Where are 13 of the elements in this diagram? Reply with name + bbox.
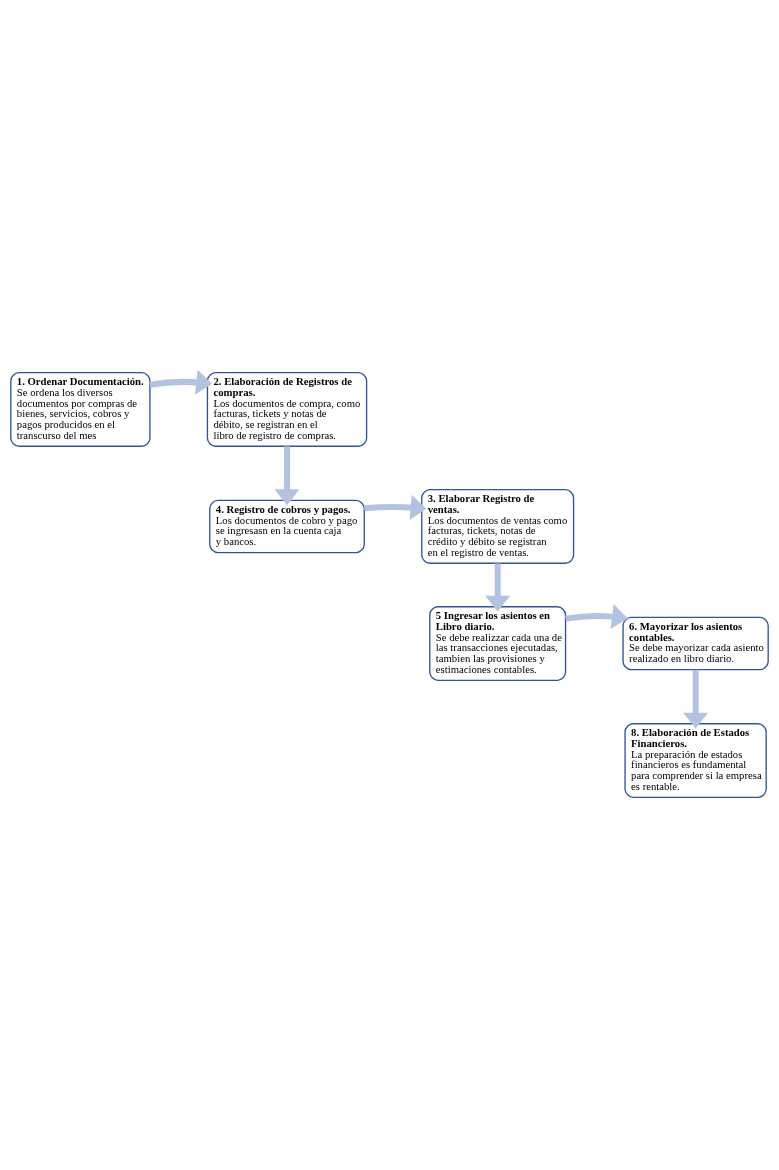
arrow <box>683 669 709 729</box>
node-box: 4. Registro de cobros y pagos. Los documentos de cobro y pago se ingresasn en la cuenta caja y bancos. <box>209 499 365 554</box>
arrow <box>274 446 300 506</box>
arrow <box>364 495 427 520</box>
node-box: 8. Elaboración de Estados Financieros. La preparación de estados financieros es fundamental para comprender si la empresa es rentable. <box>624 723 767 798</box>
arrow <box>565 604 628 629</box>
arrow <box>485 563 511 612</box>
arrow <box>149 370 213 395</box>
node-box: 1. Ordenar Documentación. Se ordena los diversos documentos por compras de bienes, servicios, cobros y pagos producidos en el transcurso del mes <box>10 372 151 447</box>
node-box: 6. Mayorizar los asientos contables. Se debe mayorizar cada asiento realizado en libro diario. <box>622 616 769 671</box>
node-box: 2. Elaboración de Registros de compras. Los documentos de compra, como facturas, tickets y notas de débito, se registran en el libro de registro de compras. <box>206 372 368 447</box>
node-box: 5 Ingresar los asientos en Libro diario. Se debe realizzar cada una de las transacciones ejecutadas, tambien las provisiones y estimaciones contables. <box>429 606 567 681</box>
node-box: 3. Elaborar Registro de ventas. Los documentos de ventas como facturas, tickets, notas de crédito y débito se registran en el registro de ventas. <box>421 489 575 564</box>
